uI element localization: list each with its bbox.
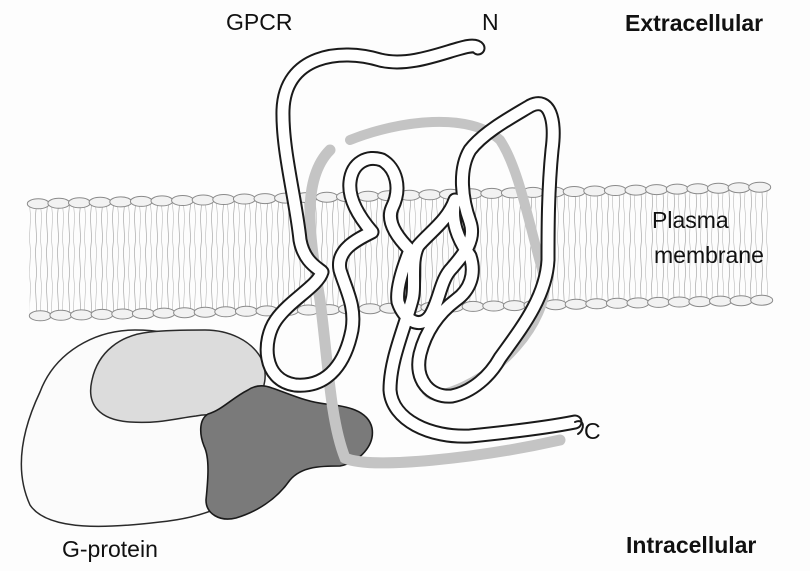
- lipid-head-lower: [174, 308, 196, 318]
- g-protein-label: G-protein: [62, 537, 158, 562]
- intracellular-label: Intracellular: [626, 533, 756, 558]
- lipid-head-upper: [48, 198, 70, 208]
- lipid-head-upper: [646, 185, 668, 195]
- lipid-head-lower: [627, 298, 649, 308]
- lipid-head-upper: [563, 187, 585, 197]
- lipid-head-lower: [751, 295, 773, 305]
- lipid-head-lower: [606, 298, 628, 308]
- lipid-head-upper: [728, 183, 750, 193]
- lipid-head-lower: [359, 304, 381, 314]
- lipid-head-upper: [27, 199, 49, 209]
- lipid-head-lower: [545, 300, 567, 310]
- lipid-head-upper: [357, 191, 379, 201]
- lipid-head-upper: [419, 190, 441, 200]
- lipid-head-lower: [730, 296, 752, 306]
- lipid-head-lower: [483, 301, 505, 311]
- membrane-label-line1: Plasma: [652, 208, 729, 233]
- lipid-head-upper: [749, 182, 771, 192]
- c-terminus-label: C: [584, 419, 601, 444]
- gpcr-label: GPCR: [226, 10, 292, 35]
- lipid-head-lower: [112, 309, 134, 319]
- lipid-head-lower: [29, 311, 51, 321]
- lipid-head-upper: [316, 192, 338, 202]
- n-terminus-label: N: [482, 10, 499, 35]
- lipid-head-upper: [130, 196, 152, 206]
- lipid-head-lower: [235, 306, 257, 316]
- lipid-head-upper: [192, 195, 214, 205]
- lipid-head-lower: [215, 307, 237, 317]
- lipid-head-lower: [194, 307, 216, 317]
- lipid-head-upper: [708, 183, 730, 193]
- lipid-head-lower: [689, 297, 711, 307]
- lipid-head-lower: [50, 310, 72, 320]
- lipid-head-lower: [153, 308, 175, 318]
- lipid-head-lower: [565, 299, 587, 309]
- lipid-head-upper: [172, 196, 194, 206]
- lipid-head-upper: [69, 198, 91, 208]
- lipid-head-lower: [648, 297, 670, 307]
- lipid-head-lower: [132, 309, 154, 319]
- lipid-head-lower: [462, 301, 484, 311]
- lipid-head-upper: [687, 184, 709, 194]
- lipid-head-upper: [89, 197, 111, 207]
- membrane-label-line2: membrane: [654, 243, 764, 268]
- lipid-head-upper: [481, 188, 503, 198]
- lipid-head-lower: [91, 309, 113, 319]
- lipid-head-upper: [625, 185, 647, 195]
- lipid-head-lower: [71, 310, 93, 320]
- lipid-head-upper: [604, 186, 626, 196]
- lipid-head-upper: [666, 184, 688, 194]
- lipid-head-lower: [586, 299, 608, 309]
- lipid-head-lower: [668, 297, 690, 307]
- lipid-head-lower: [710, 296, 732, 306]
- lipid-head-upper: [151, 196, 173, 206]
- lipid-head-upper: [233, 194, 255, 204]
- lipid-head-upper: [110, 197, 132, 207]
- lipid-head-upper: [584, 186, 606, 196]
- extracellular-label: Extracellular: [625, 11, 763, 36]
- lipid-head-lower: [503, 301, 525, 311]
- lipid-head-upper: [213, 195, 235, 205]
- lipid-head-upper: [254, 194, 276, 204]
